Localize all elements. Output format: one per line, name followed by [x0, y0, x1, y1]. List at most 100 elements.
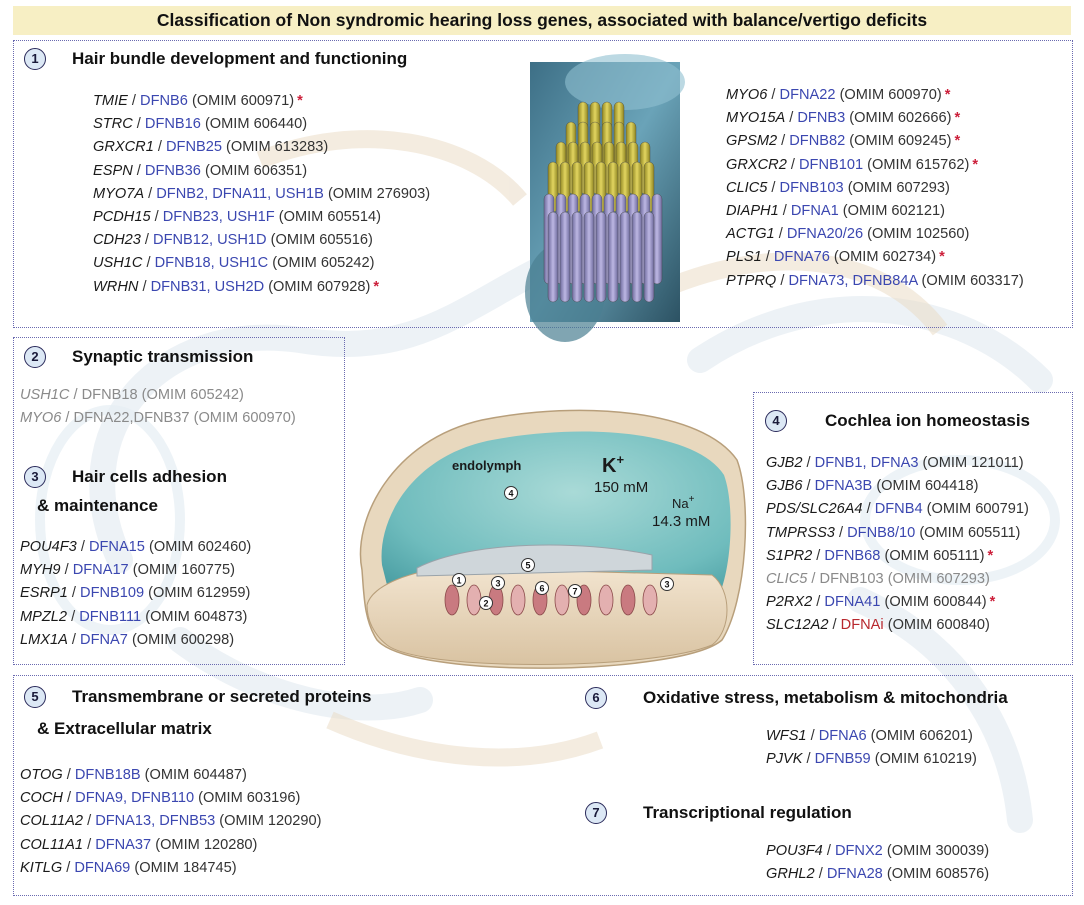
- dfn-locus: DFNA13, DFNB53: [95, 813, 216, 830]
- separator: /: [127, 93, 141, 109]
- omim-id: (OMIM 600840): [887, 617, 990, 634]
- omim-id: (OMIM 276903): [327, 185, 431, 202]
- cochlea-marker-label: 6: [539, 584, 544, 594]
- gene-entry: DIAPH1 / DFNA1 (OMIM 602121): [726, 200, 1024, 223]
- gene-symbol: GJB6: [766, 478, 803, 495]
- section-7-gene-list: POU3F4 / DFNX2 (OMIM 300039)GRHL2 / DFNA…: [766, 840, 989, 886]
- hair-cell: [466, 584, 482, 616]
- dfn-locus: DFNA28: [826, 866, 883, 883]
- omim-id: (OMIM 613283): [226, 139, 329, 156]
- dfn-locus: DFNA69: [74, 859, 131, 876]
- omim-id: (OMIM 120280): [155, 836, 258, 853]
- omim-id: (OMIM 607293): [847, 179, 950, 196]
- gene-symbol: PLS1: [726, 249, 762, 266]
- dfn-locus: DFNB23, USH1F: [162, 208, 275, 225]
- section-number: 6: [585, 687, 607, 709]
- separator: /: [62, 859, 75, 876]
- omim-id: (OMIM 607293): [887, 570, 990, 587]
- cochlea-marker-circle: [660, 577, 674, 591]
- gene-symbol: SLC12A2: [766, 617, 829, 634]
- stereocilium: [631, 211, 643, 303]
- omim-id: (OMIM 605514): [278, 208, 381, 225]
- dfn-locus: DFNB82: [789, 133, 846, 150]
- section-5-7-box: [13, 675, 1073, 896]
- gene-symbol: ACTG1: [726, 226, 775, 243]
- omim-id: (OMIM 604487): [144, 767, 247, 783]
- section-number: 3: [24, 466, 46, 488]
- star-marker: *: [297, 93, 303, 109]
- omim-id: (OMIM 600844): [884, 594, 987, 611]
- cochlea-marker-circle: [491, 576, 505, 590]
- dfn-locus: DFNB3: [797, 110, 846, 127]
- omim-id: (OMIM 605111): [884, 547, 985, 564]
- gene-entry: GJB2 / DFNB1, DFNA3 (OMIM 121011): [766, 452, 1029, 475]
- gene-entry: USH1C / DFNB18 (OMIM 605242): [20, 384, 296, 407]
- gene-entry: MYO7A / DFNB2, DFNA11, USH1B (OMIM 27690…: [93, 183, 430, 206]
- gene-entry: USH1C / DFNB18, USH1C (OMIM 605242): [93, 252, 430, 275]
- gene-symbol: USH1C: [93, 255, 143, 272]
- sodium-concentration: 14.3 mM: [652, 513, 710, 530]
- cochlea-marker-label: 2: [483, 599, 488, 609]
- gene-symbol: KITLG: [20, 859, 63, 876]
- gene-entry: S1PR2 / DFNB68 (OMIM 605111)*: [766, 545, 1029, 568]
- gene-symbol: OTOG: [20, 767, 63, 783]
- section-1-right-gene-list: MYO6 / DFNA22 (OMIM 600970)*MYO15A / DFN…: [726, 84, 1024, 293]
- gene-entry: POU4F3 / DFNA15 (OMIM 602460): [20, 536, 251, 559]
- hair-cell: [554, 584, 570, 616]
- separator: /: [822, 843, 835, 859]
- separator: /: [62, 790, 76, 807]
- gene-entry: GJB6 / DFNA3B (OMIM 604418): [766, 475, 1029, 498]
- gene-symbol: COL11A1: [20, 836, 84, 853]
- hair-cell: [510, 584, 526, 616]
- omim-id: (OMIM 600970): [193, 410, 296, 427]
- omim-id: (OMIM 600791): [926, 501, 1029, 518]
- separator: /: [62, 767, 75, 783]
- gene-symbol: GRXCR1: [93, 139, 154, 156]
- omim-id: (OMIM 608576): [886, 866, 990, 883]
- gene-entry: PTPRQ / DFNA73, DFNB84A (OMIM 603317): [726, 270, 1024, 293]
- separator: /: [83, 813, 96, 830]
- separator: /: [785, 110, 798, 127]
- omim-id: (OMIM 184745): [134, 859, 237, 876]
- omim-id: (OMIM 612959): [148, 585, 251, 602]
- cochlea-marker-label: 4: [508, 489, 513, 499]
- dfn-locus: DFNB68: [824, 547, 881, 564]
- dfn-locus: DFNB18B: [74, 767, 141, 783]
- gene-symbol: MYO6: [726, 87, 768, 103]
- gene-symbol: TMPRSS3: [766, 524, 835, 541]
- section-title-line-2: & maintenance: [37, 496, 158, 515]
- section-title-line-1: Hair cells adhesion: [72, 467, 227, 486]
- omim-id: (OMIM 600970): [839, 87, 942, 103]
- separator: /: [150, 208, 163, 225]
- gene-symbol: WRHN: [93, 278, 139, 295]
- section-1-left-gene-list: TMIE / DFNB6 (OMIM 600971)*STRC / DFNB16…: [93, 90, 430, 299]
- separator: /: [786, 156, 799, 173]
- separator: /: [828, 617, 841, 634]
- gene-symbol: MYO7A: [93, 185, 145, 202]
- separator: /: [777, 133, 790, 150]
- omim-id: (OMIM 605511): [919, 524, 1021, 541]
- dfn-locus: DFNA20/26: [786, 226, 864, 243]
- section-4-box: [753, 392, 1073, 665]
- section-title: Hair bundle development and functioning: [72, 49, 408, 68]
- gene-symbol: P2RX2: [766, 594, 813, 611]
- gene-symbol: LMX1A: [20, 631, 68, 648]
- gene-entry: GPSM2 / DFNB82 (OMIM 609245)*: [726, 130, 1024, 153]
- separator: /: [140, 232, 154, 249]
- gene-entry: WFS1 / DFNA6 (OMIM 606201): [766, 725, 977, 748]
- separator: /: [76, 539, 89, 555]
- section-number: 1: [24, 48, 46, 70]
- separator: /: [69, 387, 82, 403]
- gene-entry: P2RX2 / DFNA41 (OMIM 600844)*: [766, 591, 1029, 614]
- separator: /: [807, 570, 820, 587]
- omim-id: (OMIM 602460): [148, 539, 252, 555]
- gene-entry: GRHL2 / DFNA28 (OMIM 608576): [766, 863, 989, 886]
- section-title-line-2: & Extracellular matrix: [37, 719, 212, 738]
- gene-entry: WRHN / DFNB31, USH2D (OMIM 607928)*: [93, 276, 430, 299]
- cochlea-marker-label: 7: [572, 587, 577, 597]
- stereocilium: [643, 211, 655, 303]
- potassium-symbol: K+: [602, 452, 624, 477]
- separator: /: [802, 751, 815, 768]
